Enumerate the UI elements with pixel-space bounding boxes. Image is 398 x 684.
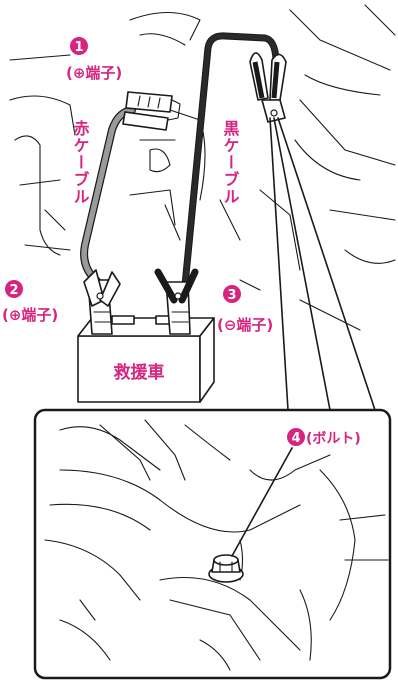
black-cable — [181, 32, 280, 289]
callout-4: 4 (ボルト) — [287, 428, 361, 447]
callout-1-number: 1 — [74, 40, 83, 55]
zoom-leader-lines — [269, 117, 376, 411]
rescue-battery: 救援車 — [77, 315, 215, 403]
ground-bolt — [208, 554, 244, 583]
red-clamp-battery — [83, 269, 121, 335]
black-clamp-battery — [154, 268, 199, 335]
red-cable — [80, 106, 136, 289]
callout-4-number: 4 — [291, 431, 300, 446]
black-cable-label: 黒ケーブル — [221, 120, 240, 205]
red-cable-label: 赤ケーブル — [71, 119, 90, 205]
callout-4-label: (ボルト) — [306, 431, 361, 447]
bolt-leader-line — [231, 447, 293, 557]
callout-1-label: (⊕端子) — [66, 64, 122, 82]
callout-2-number: 2 — [9, 283, 18, 298]
callout-3-label: (⊖端子) — [217, 316, 273, 334]
bolt-detail-panel — [33, 408, 392, 680]
callout-2-label: (⊕端子) — [2, 306, 58, 324]
callout-2: 2 (⊕端子) — [2, 280, 58, 324]
red-clamp-terminal — [122, 91, 181, 131]
battery-label: 救援車 — [114, 362, 165, 383]
black-clamp-ground — [249, 52, 287, 123]
callout-3-number: 3 — [227, 288, 236, 303]
callout-3: 3 (⊖端子) — [217, 285, 273, 334]
engine-bay-sketch — [9, 4, 396, 331]
callout-1: 1 (⊕端子) — [66, 37, 122, 82]
